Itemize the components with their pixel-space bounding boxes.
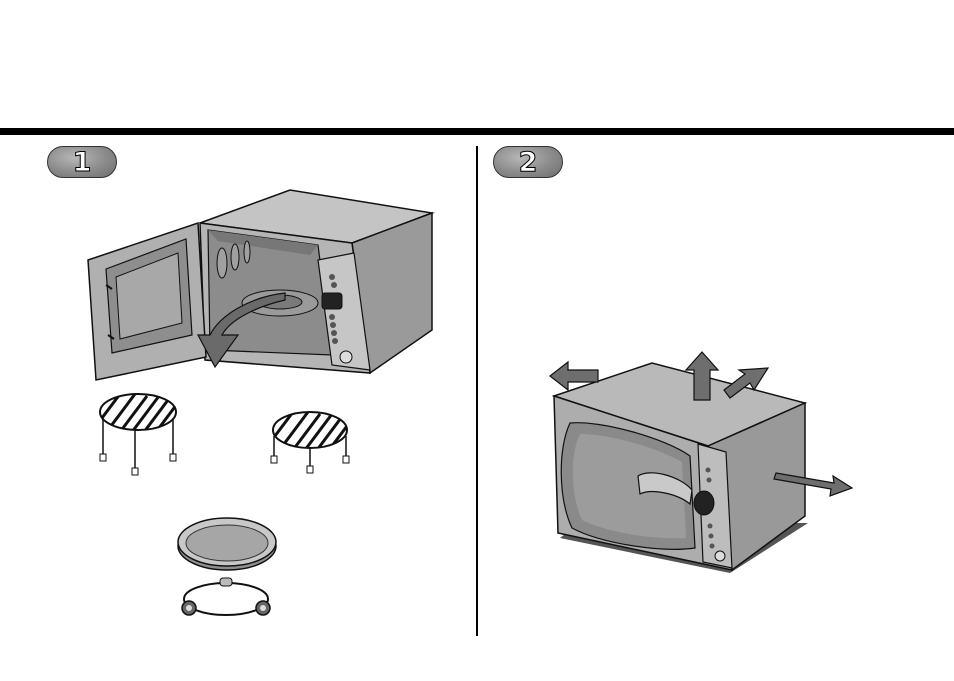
header-rule (0, 128, 954, 135)
cooking-rack-high (93, 390, 193, 475)
step-2-number: 2 (519, 149, 538, 176)
step-2-badge: 2 (493, 146, 563, 178)
roller-ring (178, 575, 274, 621)
cooking-rack-low (266, 408, 356, 478)
microwave-clearance-illustration (540, 348, 860, 583)
glass-tray (176, 516, 278, 572)
step-1-number: 1 (73, 149, 92, 176)
step-1-badge: 1 (47, 146, 117, 178)
column-divider (476, 146, 478, 636)
open-microwave-illustration (70, 185, 450, 385)
